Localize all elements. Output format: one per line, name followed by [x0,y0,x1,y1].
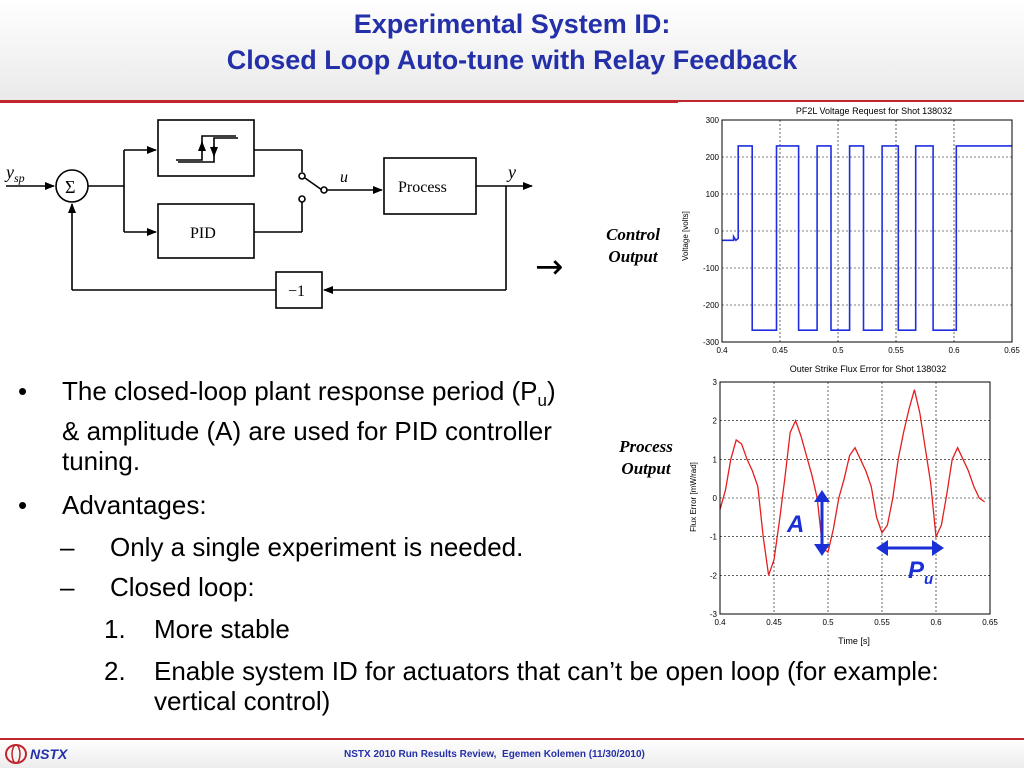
chart1-xtick-label: 0.65 [1004,346,1020,355]
chart1-ytick-label: -100 [703,264,720,273]
chart1-xtick-label: 0.5 [832,346,844,355]
chart2-ylabel: Flux Error [mW/rad] [689,462,698,532]
dash-mark: – [60,572,75,602]
chart2-xtick-label: 0.6 [930,618,942,627]
process-output-label: Process Output [606,436,686,480]
process-output-line-2: Output [621,459,671,478]
chart2-series-line [719,389,985,576]
chart2-ytick-label: -3 [710,610,718,619]
bullet-mark: • [18,490,28,520]
chart2-xtick-label: 0.45 [766,618,782,627]
chart2-ytick-label: 3 [713,378,718,387]
control-signal-label: u [340,169,348,186]
process-output-line-1: Process [619,437,673,456]
bullet-text-subscript: u [537,391,547,411]
sum-symbol: Σ [65,177,75,197]
relay-block [157,119,255,177]
nstx-logo-text: NSTX [30,746,68,762]
relay-feedback-block-diagram: ysp Σ PID u Process y −1 [4,119,533,309]
chart2-ytick-label: 2 [713,417,718,426]
chart2-xtick-label: 0.5 [822,618,834,627]
chart1-ytick-label: -200 [703,301,720,310]
setpoint-label: ysp [4,162,25,185]
chart1-xtick-label: 0.4 [716,346,728,355]
chart1-xtick-label: 0.55 [888,346,904,355]
sub-bullet-text: Only a single experiment is needed. [110,532,524,562]
chart1-ytick-label: 100 [706,190,720,199]
chart1-ytick-label: 0 [715,227,720,236]
chart1-series-line [722,145,1012,331]
dash-mark: – [60,532,75,562]
amplitude-label: A [786,511,804,538]
pid-block [157,203,255,259]
amplitude-annotation: A [786,490,830,556]
right-arrow-icon: → [535,247,564,287]
chart1-ytick-label: 200 [706,153,720,162]
flux-error-chart: Outer Strike Flux Error for Shot 138032 … [684,362,1022,650]
bullet-text: The closed-loop plant response period (P… [62,376,562,476]
chart2-plot-frame [719,381,991,615]
process-label: Process [398,179,447,196]
chart2-xtick-label: 0.65 [982,618,998,627]
bullet-text-part-2: ) & amplitude (A) are used for PID contr… [62,376,556,477]
nstx-logo-icon [5,744,27,764]
chart1-xtick-label: 0.6 [948,346,960,355]
pid-label: PID [190,225,216,242]
gain-label: −1 [288,283,305,300]
chart1-ytick-label: 300 [706,116,720,125]
output-label: y [506,162,516,182]
control-output-line-2: Output [608,247,658,266]
chart2-ytick-label: 1 [713,455,718,464]
number-mark: 2. [104,656,126,686]
chart1-plot-frame [721,119,1013,343]
chart1-ytick-label: -300 [703,338,720,347]
chart2-xtick-label: 0.4 [714,618,726,627]
period-label: Pu [908,557,933,588]
title-line-1: Experimental System ID: [353,9,671,39]
chart1-title: PF2L Voltage Request for Shot 138032 [796,106,952,116]
numbered-item-text: Enable system ID for actuators that can’… [154,656,939,716]
footer-text: NSTX 2010 Run Results Review, Egemen Kol… [344,749,645,760]
footer-divider [0,738,1024,740]
footer-bar [0,740,1024,768]
chart2-ytick-label: -2 [710,571,718,580]
sub-bullet-text: Closed loop: [110,572,255,602]
title-bar [0,0,1024,102]
chart2-ytick-label: 0 [713,494,718,503]
chart1-xtick-label: 0.45 [772,346,788,355]
number-mark: 1. [104,614,126,644]
numbered-item-text: More stable [154,614,290,644]
chart2-xlabel: Time [s] [838,636,870,646]
bullet-mark: • [18,376,28,406]
bullet-text: Advantages: [62,490,207,520]
voltage-request-chart: PF2L Voltage Request for Shot 138032 Vol… [678,102,1024,358]
chart2-title: Outer Strike Flux Error for Shot 138032 [790,364,947,374]
title-line-2: Closed Loop Auto-tune with Relay Feedbac… [226,45,798,75]
chart1-ylabel: Voltage [volts] [681,211,690,261]
slide-title: Experimental System ID: Closed Loop Auto… [0,6,1024,78]
chart2-ytick-label: -1 [710,533,718,542]
bullet-text-part-1: The closed-loop plant response period (P [62,376,538,406]
control-output-line-1: Control [606,225,660,244]
chart2-xtick-label: 0.55 [874,618,890,627]
control-output-label: Control Output [594,224,672,268]
period-annotation: Pu [876,540,944,588]
title-divider [0,100,1024,103]
